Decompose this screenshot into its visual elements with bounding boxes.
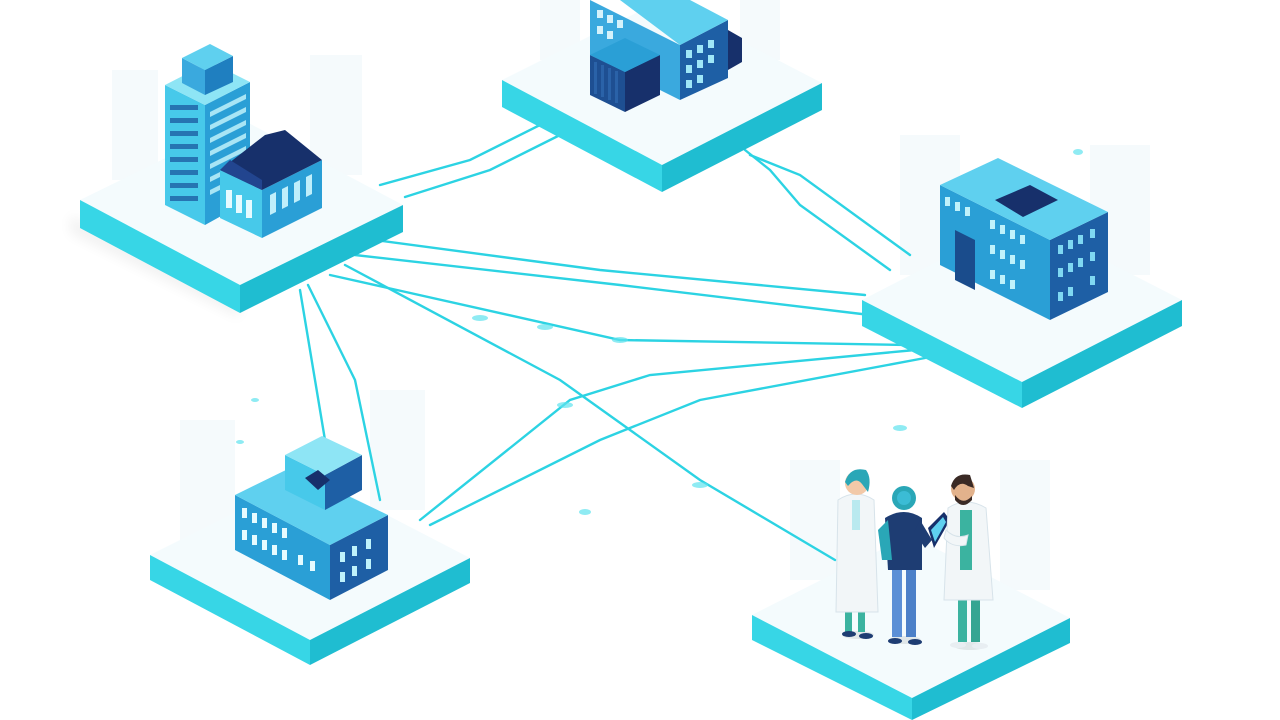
link-office-to-bottom-hospital-b	[306, 283, 382, 502]
background-panels	[112, 0, 1150, 590]
hospital-building	[590, 0, 742, 112]
doctor-male	[943, 474, 994, 650]
link-bottom-hospital-to-clinic-a	[418, 348, 917, 522]
link-top-hospital-to-clinic-b	[748, 153, 912, 257]
hospital-building-small	[235, 436, 388, 600]
platform-hospital-top	[502, 0, 822, 192]
link-office-to-top-hospital-a	[378, 123, 542, 187]
link-office-to-team	[343, 263, 837, 562]
link-office-to-clinic-a	[373, 238, 867, 297]
link-top-hospital-to-clinic-a	[743, 148, 892, 272]
link-office-to-bottom-hospital-a	[298, 288, 327, 442]
platform-office-complex	[70, 44, 403, 318]
link-office-to-clinic-b	[353, 253, 872, 317]
patient	[878, 486, 932, 645]
platform-hospital-bottom-left	[150, 436, 470, 665]
tablet-device	[928, 512, 950, 548]
doctor-female	[835, 469, 879, 639]
navy-roof-house	[220, 130, 322, 238]
platform-clinic-right	[862, 158, 1182, 408]
link-bottom-hospital-to-clinic-b	[428, 356, 927, 527]
link-office-to-top-hospital-b	[403, 133, 562, 199]
clinic-building	[940, 158, 1108, 320]
platform-medical-team	[752, 469, 1070, 720]
office-tower	[165, 44, 250, 225]
link-glow-dots	[236, 149, 1083, 515]
